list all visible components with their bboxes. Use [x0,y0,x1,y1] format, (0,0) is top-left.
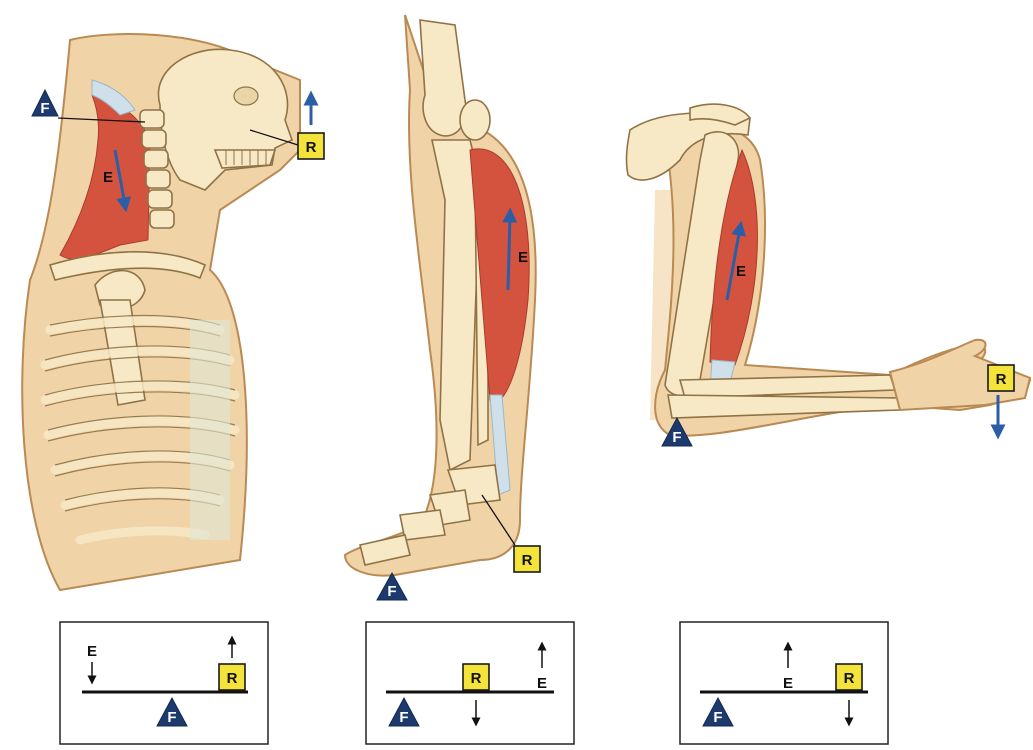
third-class-lever-schematic: E R F [680,622,888,744]
effort-label: E [736,263,746,280]
patella [460,100,490,140]
resistance-label: R [471,670,482,687]
femur-lower [420,20,466,136]
fulcrum-label: F [399,709,408,726]
resistance-label: R [996,371,1007,388]
sternum-cartilage [190,320,230,540]
fulcrum-label: F [713,709,722,726]
resistance-label: R [844,670,855,687]
effort-label: E [783,675,793,692]
effort-arrow [508,215,510,290]
resistance-label: R [306,139,317,156]
second-class-lever-schematic: R E F [366,622,574,744]
fulcrum-label: F [672,429,681,446]
calf-lever-illustration: E R F [345,15,540,600]
effort-label: E [518,249,528,266]
effort-label: E [537,675,547,692]
resistance-label: R [522,552,533,569]
neck-lever-illustration: F E R [22,34,324,590]
effort-label: E [87,643,97,660]
ulna [668,395,900,418]
first-class-lever-schematic: E R F [60,622,268,744]
arm-lever-illustration: E R F [627,104,1030,446]
fulcrum-label: F [40,100,49,117]
fulcrum-label: F [387,583,396,600]
resistance-label: R [227,670,238,687]
fulcrum-label: F [167,709,176,726]
eye-socket [234,87,258,105]
effort-label: E [103,169,113,186]
